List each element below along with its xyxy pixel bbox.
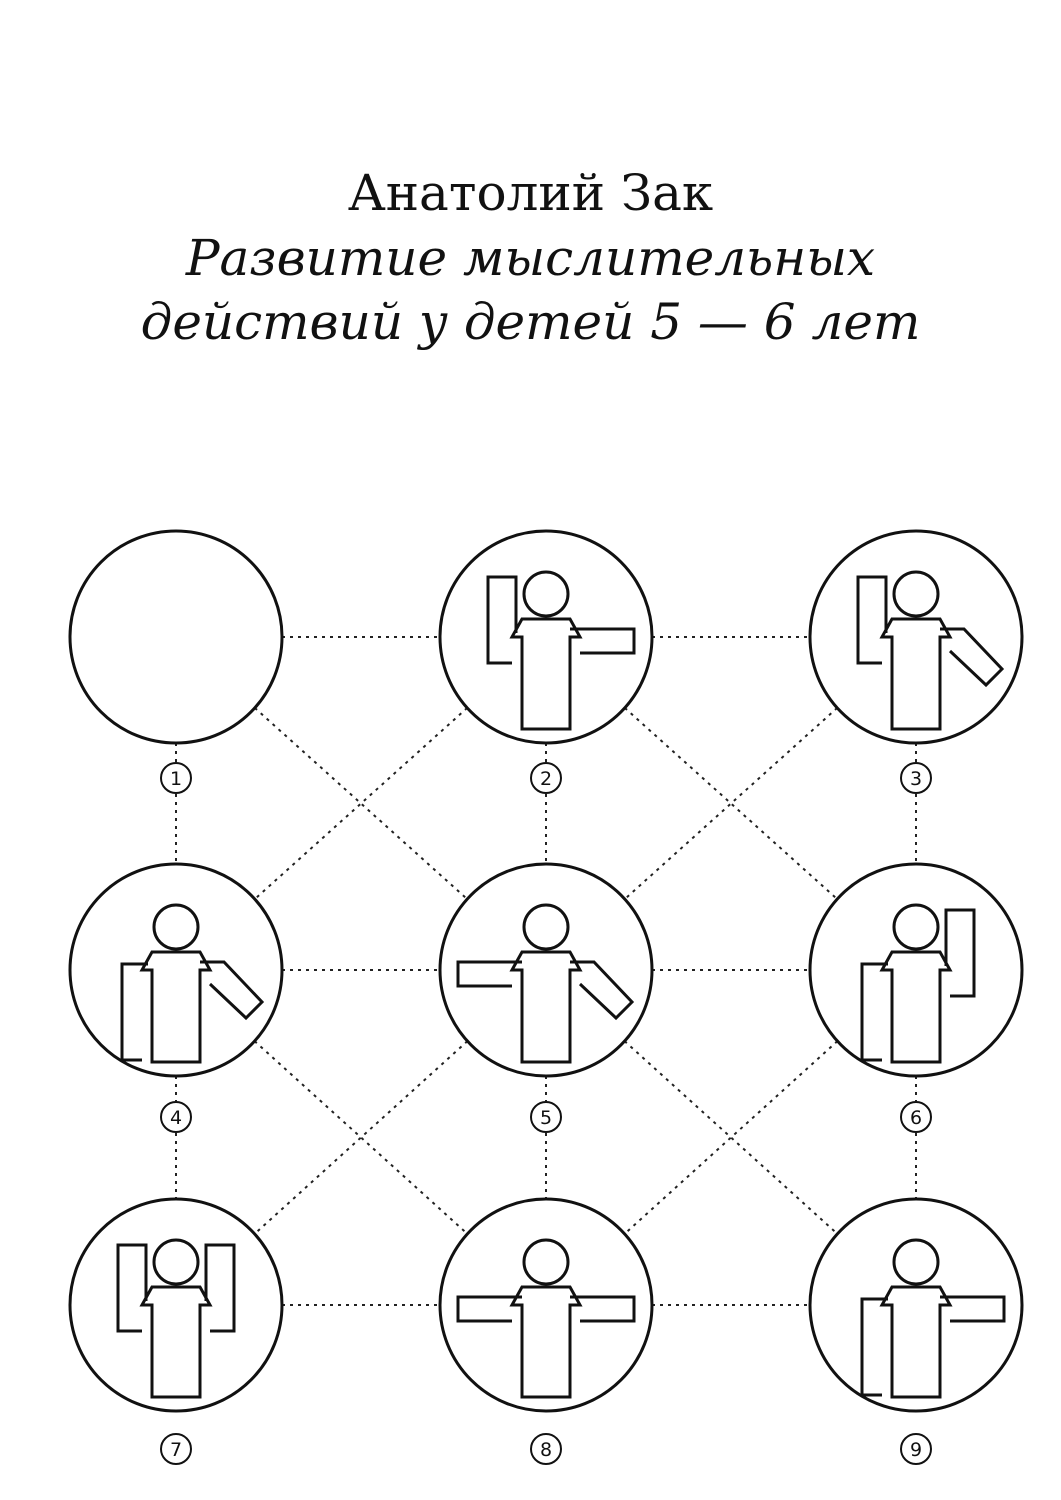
right-arm-up: [204, 1243, 236, 1333]
puzzle-cell: 3: [808, 529, 1024, 794]
stick-figure: [860, 1238, 1006, 1399]
stick-figure: [116, 1238, 236, 1399]
cell-circle: [438, 529, 654, 745]
puzzle-cell: 2: [438, 529, 654, 794]
figure-head: [152, 903, 200, 951]
puzzle-cell: 8: [438, 1197, 654, 1465]
figure-torso: [139, 1285, 213, 1399]
left-arm-horizontal: [456, 1295, 522, 1323]
figure-head: [152, 1238, 200, 1286]
right-arm-horizontal: [940, 1295, 1006, 1323]
cell-number-badge: [530, 1101, 562, 1133]
stick-figure: [456, 903, 635, 1064]
right-arm-diagonal: [200, 960, 265, 1021]
right-arm-horizontal: [570, 1295, 636, 1323]
cell-number: 3: [910, 768, 922, 790]
cell-circle: [808, 862, 1024, 1078]
figure-torso: [879, 950, 953, 1064]
figure-head: [522, 1238, 570, 1286]
left-arm-up: [116, 1243, 148, 1333]
cell-number-badge: [160, 1433, 192, 1465]
left-arm-down: [120, 962, 148, 1062]
figure-head: [892, 1238, 940, 1286]
stick-figure: [120, 903, 265, 1064]
cell-number: 2: [540, 768, 552, 790]
figure-torso: [879, 617, 953, 731]
figure-torso: [509, 1285, 583, 1399]
dotted-connector-line: [253, 1040, 469, 1235]
book-title-line-1: Развитие мыслительных: [185, 229, 876, 287]
left-arm-up: [486, 575, 518, 665]
left-arm-down: [860, 1297, 888, 1397]
dotted-connector-line: [253, 1040, 469, 1235]
stick-figure: [456, 1238, 636, 1399]
cell-number: 4: [170, 1107, 182, 1129]
figure-cells: 1 2 3 4 5 6 7 8 9: [68, 529, 1024, 1465]
cell-number-badge: [530, 1433, 562, 1465]
figure-torso: [509, 950, 583, 1064]
cell-number: 1: [170, 768, 182, 790]
stick-figure: [856, 570, 1005, 731]
cell-circle: [808, 1197, 1024, 1413]
cell-number-badge: [900, 1101, 932, 1133]
figure-torso: [879, 1285, 953, 1399]
author-name: Анатолий Зак: [347, 164, 714, 222]
puzzle-cell: 1: [68, 529, 284, 794]
figure-torso: [509, 617, 583, 731]
cell-number: 6: [910, 1107, 922, 1129]
dotted-connector-line: [623, 1040, 839, 1235]
cell-number-badge: [160, 1101, 192, 1133]
right-arm-diagonal: [940, 627, 1005, 688]
cell-circle: [68, 1197, 284, 1413]
cell-circle: [808, 529, 1024, 745]
right-arm-up: [944, 908, 976, 998]
cell-number: 9: [910, 1439, 922, 1461]
figure-head: [892, 570, 940, 618]
cell-circle: [68, 862, 284, 1078]
book-title-line-2: действий у детей 5 — 6 лет: [140, 293, 921, 351]
cell-number: 8: [540, 1439, 552, 1461]
cell-circle: [68, 529, 284, 745]
cell-number: 7: [170, 1439, 182, 1461]
title-block: Анатолий Зак Развитие мыслительных дейст…: [0, 160, 1061, 354]
puzzle-cell: 6: [808, 862, 1024, 1133]
cell-number-badge: [900, 1433, 932, 1465]
cell-number: 5: [540, 1107, 552, 1129]
stick-figure: [860, 903, 976, 1064]
left-arm-down: [860, 962, 888, 1062]
dotted-connectors: [175, 636, 917, 1306]
left-arm-horizontal: [456, 960, 522, 988]
puzzle-cell: 4: [68, 862, 284, 1133]
figure-torso: [139, 950, 213, 1064]
right-arm-horizontal: [570, 627, 636, 655]
figure-head: [522, 570, 570, 618]
cell-circle: [438, 862, 654, 1078]
figure-head: [522, 903, 570, 951]
left-arm-up: [856, 575, 888, 665]
dotted-connector-line: [623, 1040, 839, 1235]
cell-circle: [438, 1197, 654, 1413]
cell-number-badge: [900, 762, 932, 794]
puzzle-cell: 9: [808, 1197, 1024, 1465]
cell-number-badge: [530, 762, 562, 794]
puzzle-cell: 7: [68, 1197, 284, 1465]
stick-figure: [486, 570, 636, 731]
cell-number-badge: [160, 762, 192, 794]
right-arm-diagonal: [570, 960, 635, 1021]
puzzle-cell: 5: [438, 862, 654, 1133]
figure-head: [892, 903, 940, 951]
